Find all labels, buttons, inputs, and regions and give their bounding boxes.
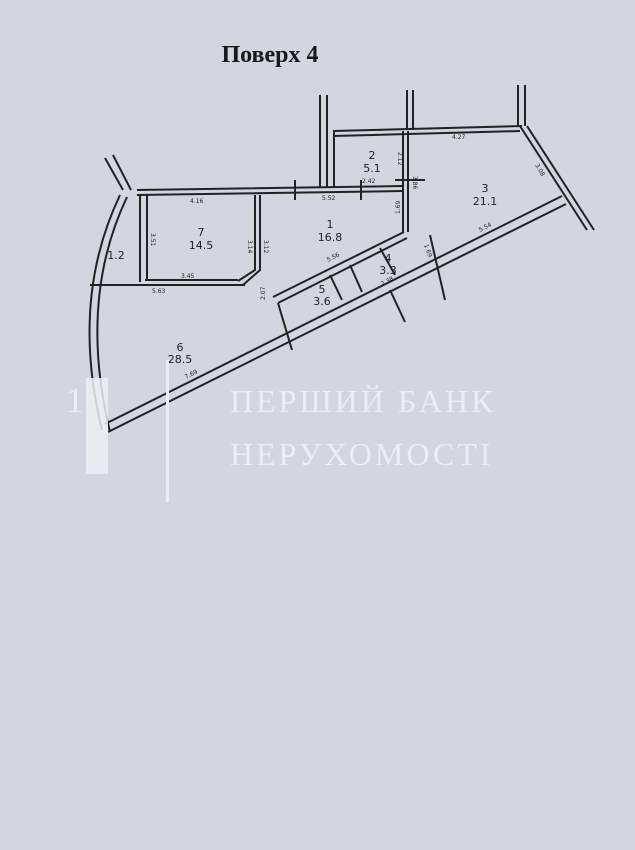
dim: 3.45 [181, 273, 195, 280]
dim: 2.07 [260, 286, 267, 300]
wall-bathroom-split [329, 264, 363, 301]
walls [88, 85, 595, 433]
watermark-logo [86, 378, 108, 474]
watermark: 1 ПЕРШИЙ БАНК НЕРУХОМОСТІ [66, 360, 495, 502]
room-2-area: 5.1 [363, 162, 381, 175]
room-1-area: 16.8 [318, 231, 343, 244]
watermark-logo-text: 1 [66, 380, 84, 420]
room-4-area: 3.3 [379, 264, 397, 277]
wall-nw-stub [104, 154, 132, 191]
dim: 4.16 [190, 198, 204, 205]
dimension-ticks [294, 179, 446, 323]
room-3-area: 21.1 [473, 195, 498, 208]
room-7-number: 7 [198, 226, 205, 239]
room-4-number: 4 [385, 252, 392, 265]
dim: 5.63 [152, 288, 166, 295]
floor-title: Поверх 4 [221, 42, 319, 68]
wall-inner-diagonal [272, 231, 408, 351]
dim: 3.51 [149, 233, 156, 247]
room-small-area: 1.2 [107, 249, 125, 262]
dim: 2.42 [362, 178, 376, 185]
room-labels: 1 16.8 2 5.1 3 21.1 4 3.3 5 3.6 6 28.5 7… [107, 149, 497, 366]
wall-room7-east [237, 195, 261, 286]
room-2-number: 2 [369, 149, 376, 162]
dim: 1.69 [422, 243, 433, 258]
dim: 3.14 [246, 240, 253, 254]
wall-long-diagonal [104, 195, 567, 433]
watermark-line1: ПЕРШИЙ БАНК [230, 383, 495, 419]
dim: 2.12 [396, 152, 403, 166]
wall-room2-east [402, 90, 414, 232]
watermark-line2: НЕРУХОМОСТІ [230, 436, 493, 472]
dimension-labels: 4.16 5.52 2.42 4.27 3.08 5.54 3.12 3.14 … [149, 134, 546, 381]
dim: 1.69 [395, 200, 402, 214]
wall-shaft [319, 95, 335, 188]
room-7-area: 14.5 [189, 239, 214, 252]
dim: 4.27 [452, 134, 466, 141]
dim: 3.12 [262, 240, 269, 254]
room-5-area: 3.6 [313, 295, 331, 308]
wall-small-room [139, 195, 148, 282]
dim: 2.38 [380, 275, 395, 287]
dim: 5.56 [326, 251, 341, 263]
room-1-number: 1 [327, 218, 334, 231]
room-6-area: 28.5 [168, 353, 193, 366]
room-6-number: 6 [177, 341, 184, 354]
dim: 3.86 [411, 176, 418, 190]
wall-room7-south [90, 279, 245, 286]
wall-north-right [332, 125, 523, 137]
room-3-number: 3 [482, 182, 489, 195]
room-5-number: 5 [319, 283, 326, 296]
wall-north-left [136, 185, 404, 196]
wall-east [517, 85, 595, 231]
watermark-divider [166, 360, 169, 502]
dim: 5.52 [322, 195, 336, 202]
